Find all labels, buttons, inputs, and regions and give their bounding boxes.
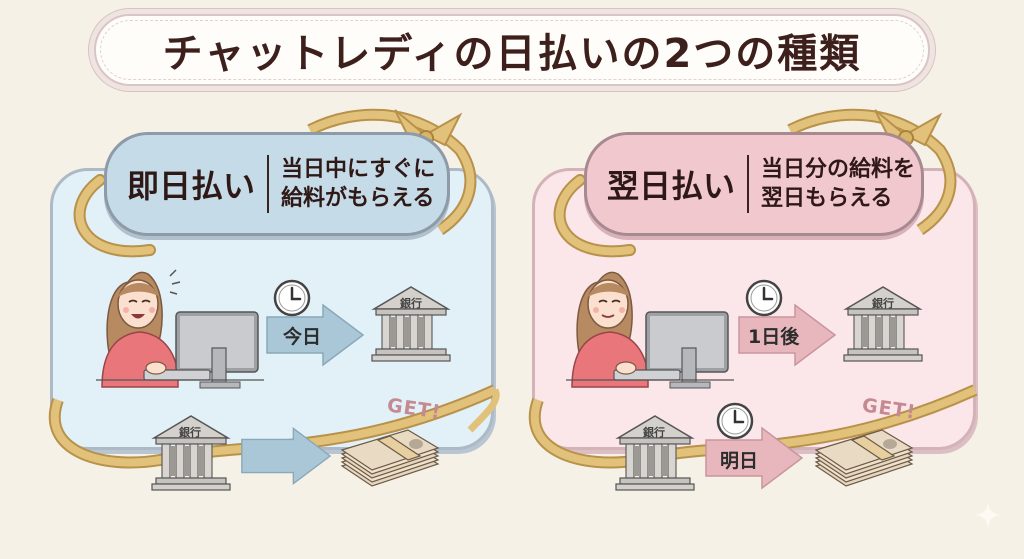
page-title: チャットレディの日払いの2つの種類 — [162, 31, 862, 77]
bank-label: 銀行 — [643, 426, 665, 439]
card-header-next-day: 翌日払い 当日分の給料を 翌日もらえる — [584, 132, 924, 236]
bank-icon — [151, 415, 231, 491]
card-heading: 翌日払い — [607, 167, 736, 205]
card-description: 当日中にすぐに 給料がもらえる — [281, 157, 436, 211]
woman-at-computer-illustration — [96, 269, 264, 389]
card-heading: 即日払い — [127, 167, 256, 205]
clock-icon — [273, 279, 311, 317]
divider — [267, 155, 270, 213]
woman-at-computer-illustration — [566, 271, 734, 389]
arrow-right-icon — [705, 426, 804, 490]
arrow-right-icon — [738, 303, 837, 367]
clock-icon — [716, 402, 754, 440]
arrow-label-one-day-later: 1日後 — [748, 326, 800, 348]
clock-icon — [745, 279, 783, 317]
bank-icon — [615, 415, 695, 491]
bank-label: 銀行 — [872, 297, 894, 310]
cash-stack-icon — [340, 429, 440, 487]
title-banner: チャットレディの日払いの2つの種類 — [94, 14, 930, 86]
card-header-same-day: 即日払い 当日中にすぐに 給料がもらえる — [104, 132, 450, 236]
card-description: 当日分の給料を 翌日もらえる — [761, 157, 916, 211]
bank-label: 銀行 — [400, 297, 422, 310]
cash-stack-icon — [814, 429, 914, 487]
bank-icon — [843, 286, 923, 362]
arrow-label-tomorrow: 明日 — [720, 450, 759, 472]
sparkle-icon — [974, 501, 1002, 529]
divider — [747, 155, 750, 213]
arrow-right-icon — [266, 303, 365, 367]
arrow-label-today: 今日 — [283, 326, 322, 348]
bank-icon — [371, 286, 451, 362]
arrow-right-icon — [241, 427, 332, 485]
bank-label: 銀行 — [179, 426, 201, 439]
